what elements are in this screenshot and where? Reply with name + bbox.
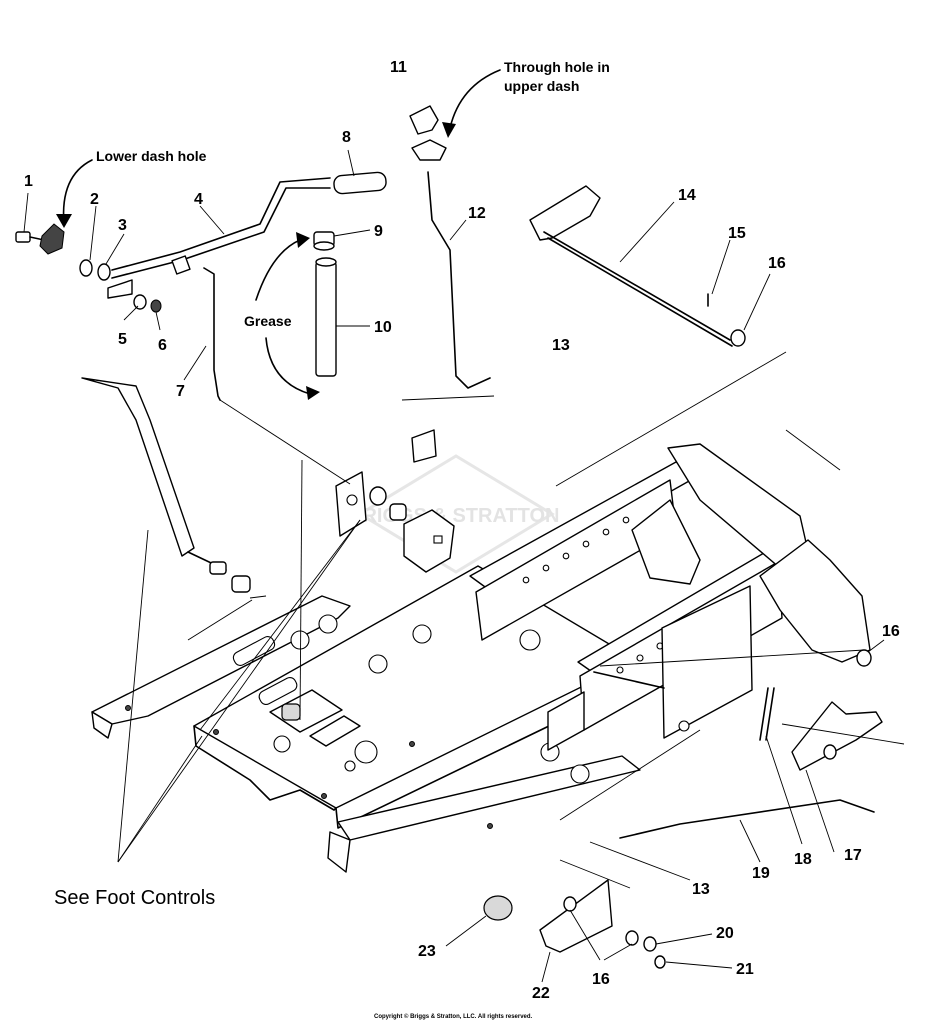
cap-23 (483, 895, 513, 921)
mount-plate (661, 585, 753, 739)
knob-star (39, 223, 65, 255)
callout-7: 7 (176, 383, 185, 400)
bushing-16b (856, 649, 872, 667)
callout-22: 22 (532, 985, 550, 1002)
callout-5: 5 (118, 331, 127, 348)
lever-assembly (15, 171, 387, 313)
callout-1: 1 (24, 173, 33, 190)
clip-21 (654, 955, 666, 969)
rod-7 (203, 267, 221, 401)
arrow-head (442, 122, 456, 138)
rod-14 (543, 231, 731, 341)
note-lower-dash-hole: Lower dash hole (96, 148, 207, 164)
callout-18: 18 (794, 851, 812, 868)
spring-18 (759, 687, 769, 741)
arrow-head (296, 232, 310, 248)
nut-6 (150, 299, 162, 313)
washer-20 (643, 936, 657, 952)
rod-19 (619, 799, 875, 839)
watermark-text: BRIGGS & STRATTON (348, 505, 559, 527)
callout-16-a: 16 (768, 255, 786, 272)
callout-14: 14 (678, 187, 696, 204)
grip-8 (333, 171, 387, 195)
callout-16-c: 16 (592, 971, 610, 988)
callout-9: 9 (374, 223, 383, 240)
callout-leaders (23, 149, 885, 983)
throttle-parts (409, 105, 491, 463)
spring-assembly (619, 687, 883, 839)
callout-labels: 1 2 3 4 5 6 7 8 9 10 11 12 13 14 15 16 1… (24, 59, 900, 1002)
callout-16-b: 16 (882, 623, 900, 640)
note-see-foot-controls: See Foot Controls (54, 887, 215, 909)
callout-4: 4 (194, 191, 203, 208)
leader-lines (187, 351, 905, 889)
foot-control-leaders (117, 519, 361, 863)
callout-8: 8 (342, 129, 351, 146)
knob-11 (409, 105, 439, 135)
bracket-14 (529, 185, 601, 241)
arrow-head (306, 386, 320, 400)
bracket-22 (539, 879, 613, 953)
washer-5 (133, 294, 147, 310)
bushing-16 (730, 329, 746, 347)
callout-10: 10 (374, 319, 392, 336)
bushing-16d (625, 930, 639, 946)
bolt-1 (15, 231, 31, 243)
callout-2: 2 (90, 191, 99, 208)
note-grease: Grease (244, 313, 292, 329)
main-frame (91, 565, 641, 873)
callout-6: 6 (158, 337, 167, 354)
bushing-3 (97, 263, 111, 281)
lower-parts (483, 879, 666, 969)
note-through-hole-2: upper dash (504, 78, 579, 94)
front-plate (337, 755, 641, 841)
arrow-head (56, 214, 72, 228)
center-bracket (335, 471, 455, 573)
note-through-hole-1: Through hole in (504, 59, 610, 75)
grease-parts (313, 231, 337, 377)
notes: Lower dash hole Through hole in upper da… (54, 59, 610, 1020)
washer-11 (411, 139, 447, 161)
callout-17: 17 (844, 847, 862, 864)
callout-19: 19 (752, 865, 770, 882)
frame-rails (469, 443, 871, 751)
callout-13-b: 13 (692, 881, 710, 898)
bushing-16c (563, 896, 577, 912)
callout-12: 12 (468, 205, 486, 222)
copyright: Copyright © Briggs & Stratton, LLC. All … (374, 1013, 533, 1020)
callout-20: 20 (716, 925, 734, 942)
bracket-17 (791, 701, 883, 771)
callout-23: 23 (418, 943, 436, 960)
callout-13: 13 (552, 337, 570, 354)
rod-12 (427, 171, 491, 389)
note-arrows (56, 69, 501, 400)
washer-2 (79, 259, 93, 277)
callout-3: 3 (118, 217, 127, 234)
callout-11: 11 (390, 59, 407, 76)
callout-15: 15 (728, 225, 746, 242)
lever-4 (111, 177, 331, 271)
tube-10 (315, 261, 337, 377)
callout-21: 21 (736, 961, 754, 978)
pivot-assembly (529, 185, 872, 667)
pedal-arm (81, 377, 251, 593)
bracket-13 (411, 429, 437, 463)
